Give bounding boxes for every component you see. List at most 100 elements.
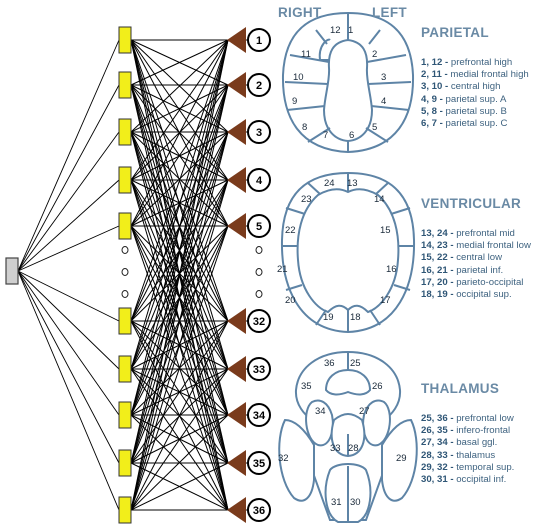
region-label: 25 [350,358,361,369]
output-arrow [227,450,246,476]
ventricular-region-labels: 24 13 23 14 22 15 21 16 20 17 19 18 [277,178,397,323]
legend-row: 26, 35 - infero-frontal [421,425,549,437]
output-node-label: 5 [256,221,262,233]
legend-row: 27, 34 - basal ggl. [421,437,549,449]
input-node [118,401,132,429]
region-label: 28 [348,443,359,454]
legend-name: parietal sup. C [445,118,508,130]
legend-name: parietal sup. A [445,93,507,105]
region-label: 36 [324,358,335,369]
output-node-label: 33 [253,364,265,376]
output-node [247,309,271,333]
weight-link [130,39,229,416]
ventricular-brain-map [280,171,416,334]
legend-name: occipital inf. [456,474,507,486]
legend-ids: 29, 32 - [421,461,454,473]
legend-row: 28, 33 - thalamus [421,450,549,462]
legend-row: 13, 24 - prefrontal mid [421,228,549,240]
legend-thalamus: 25, 36 - prefrontal low 26, 35 - infero-… [421,413,549,486]
legend-row: 6, 7 - parietal sup. C [421,118,549,130]
legend-ventricular: 13, 24 - prefrontal mid 14, 23 - medial … [421,228,549,301]
weight-link [130,39,229,227]
legend-name: occipital sup. [456,289,512,301]
section-title-thalamus: THALAMUS [421,381,500,396]
output-node-label: 32 [253,316,265,328]
legend-name: parietal sup. B [445,105,507,117]
ellipsis-dot [121,268,129,276]
output-arrow [227,213,246,239]
input-node [118,212,132,240]
ellipsis-dot [121,290,129,298]
ellipsis-dots [121,246,263,298]
legend-ids: 13, 24 - [421,228,454,239]
legend-ids: 3, 10 - [421,81,449,93]
weight-link [130,179,229,511]
output-node [247,168,271,192]
source-link [17,84,120,272]
region-label: 26 [372,381,383,392]
region-label: 16 [386,264,397,275]
region-label: 6 [349,130,354,141]
input-node [118,166,132,194]
input-node [118,26,132,54]
weight-link [130,39,229,370]
output-node [247,357,271,381]
source-link [17,225,120,272]
region-label: 30 [350,497,361,508]
region-label: 12 [330,25,341,36]
region-label: 14 [374,194,385,205]
region-label: 17 [380,295,391,306]
header-right: RIGHT [278,5,322,20]
ellipsis-dot [121,246,129,254]
source-link [17,270,120,416]
legend-ids: 16, 21 - [421,264,454,276]
output-node [247,120,271,144]
legend-ids: 18, 19 - [421,289,454,301]
legend-row: 17, 20 - parieto-occipital [421,277,549,289]
legend-name: infero-frontal [456,425,511,437]
region-label: 31 [331,497,342,508]
legend-name: parieto-occipital [456,276,524,288]
region-label: 21 [277,264,288,275]
region-label: 24 [324,178,335,189]
region-label: 3 [381,72,386,83]
output-node-label: 34 [253,410,266,422]
source-link [17,179,120,272]
legend-row: 3, 10 - central high [421,81,549,93]
region-label: 4 [381,96,386,107]
legend-ids: 2, 11 - [421,69,448,81]
output-arrow [227,402,246,428]
legend-name: parietal inf. [456,264,504,276]
region-label: 8 [302,122,307,133]
output-node-label: 36 [253,505,265,517]
region-label: 33 [330,443,341,454]
header-left: LEFT [372,5,407,20]
legend-ids: 6, 7 - [421,118,443,130]
region-label: 13 [347,178,358,189]
output-arrow [227,356,246,382]
legend-name: central low [456,252,503,264]
source-link [17,270,120,322]
output-node-label: 2 [256,80,262,92]
ellipsis-dot [255,290,263,298]
weight-link [130,368,229,511]
region-label: 11 [301,49,311,60]
region-label: 22 [285,225,296,236]
region-label: 27 [359,406,370,417]
ellipsis-dot [255,246,263,254]
output-node [247,28,271,52]
output-arrow [227,167,246,193]
input-node [118,307,132,335]
output-node [247,73,271,97]
thalamus-region-labels: 36 25 35 26 34 27 33 28 32 29 31 30 [278,358,407,508]
region-label: 9 [292,96,297,107]
legend-row: 30, 31 - occipital inf. [421,474,549,486]
legend-name: prefrontal low [456,413,514,424]
region-label: 5 [372,122,377,133]
output-node-label: 35 [253,458,265,470]
weight-link [130,414,229,511]
ellipsis-dot [255,268,263,276]
output-node-label: 1 [256,35,262,47]
